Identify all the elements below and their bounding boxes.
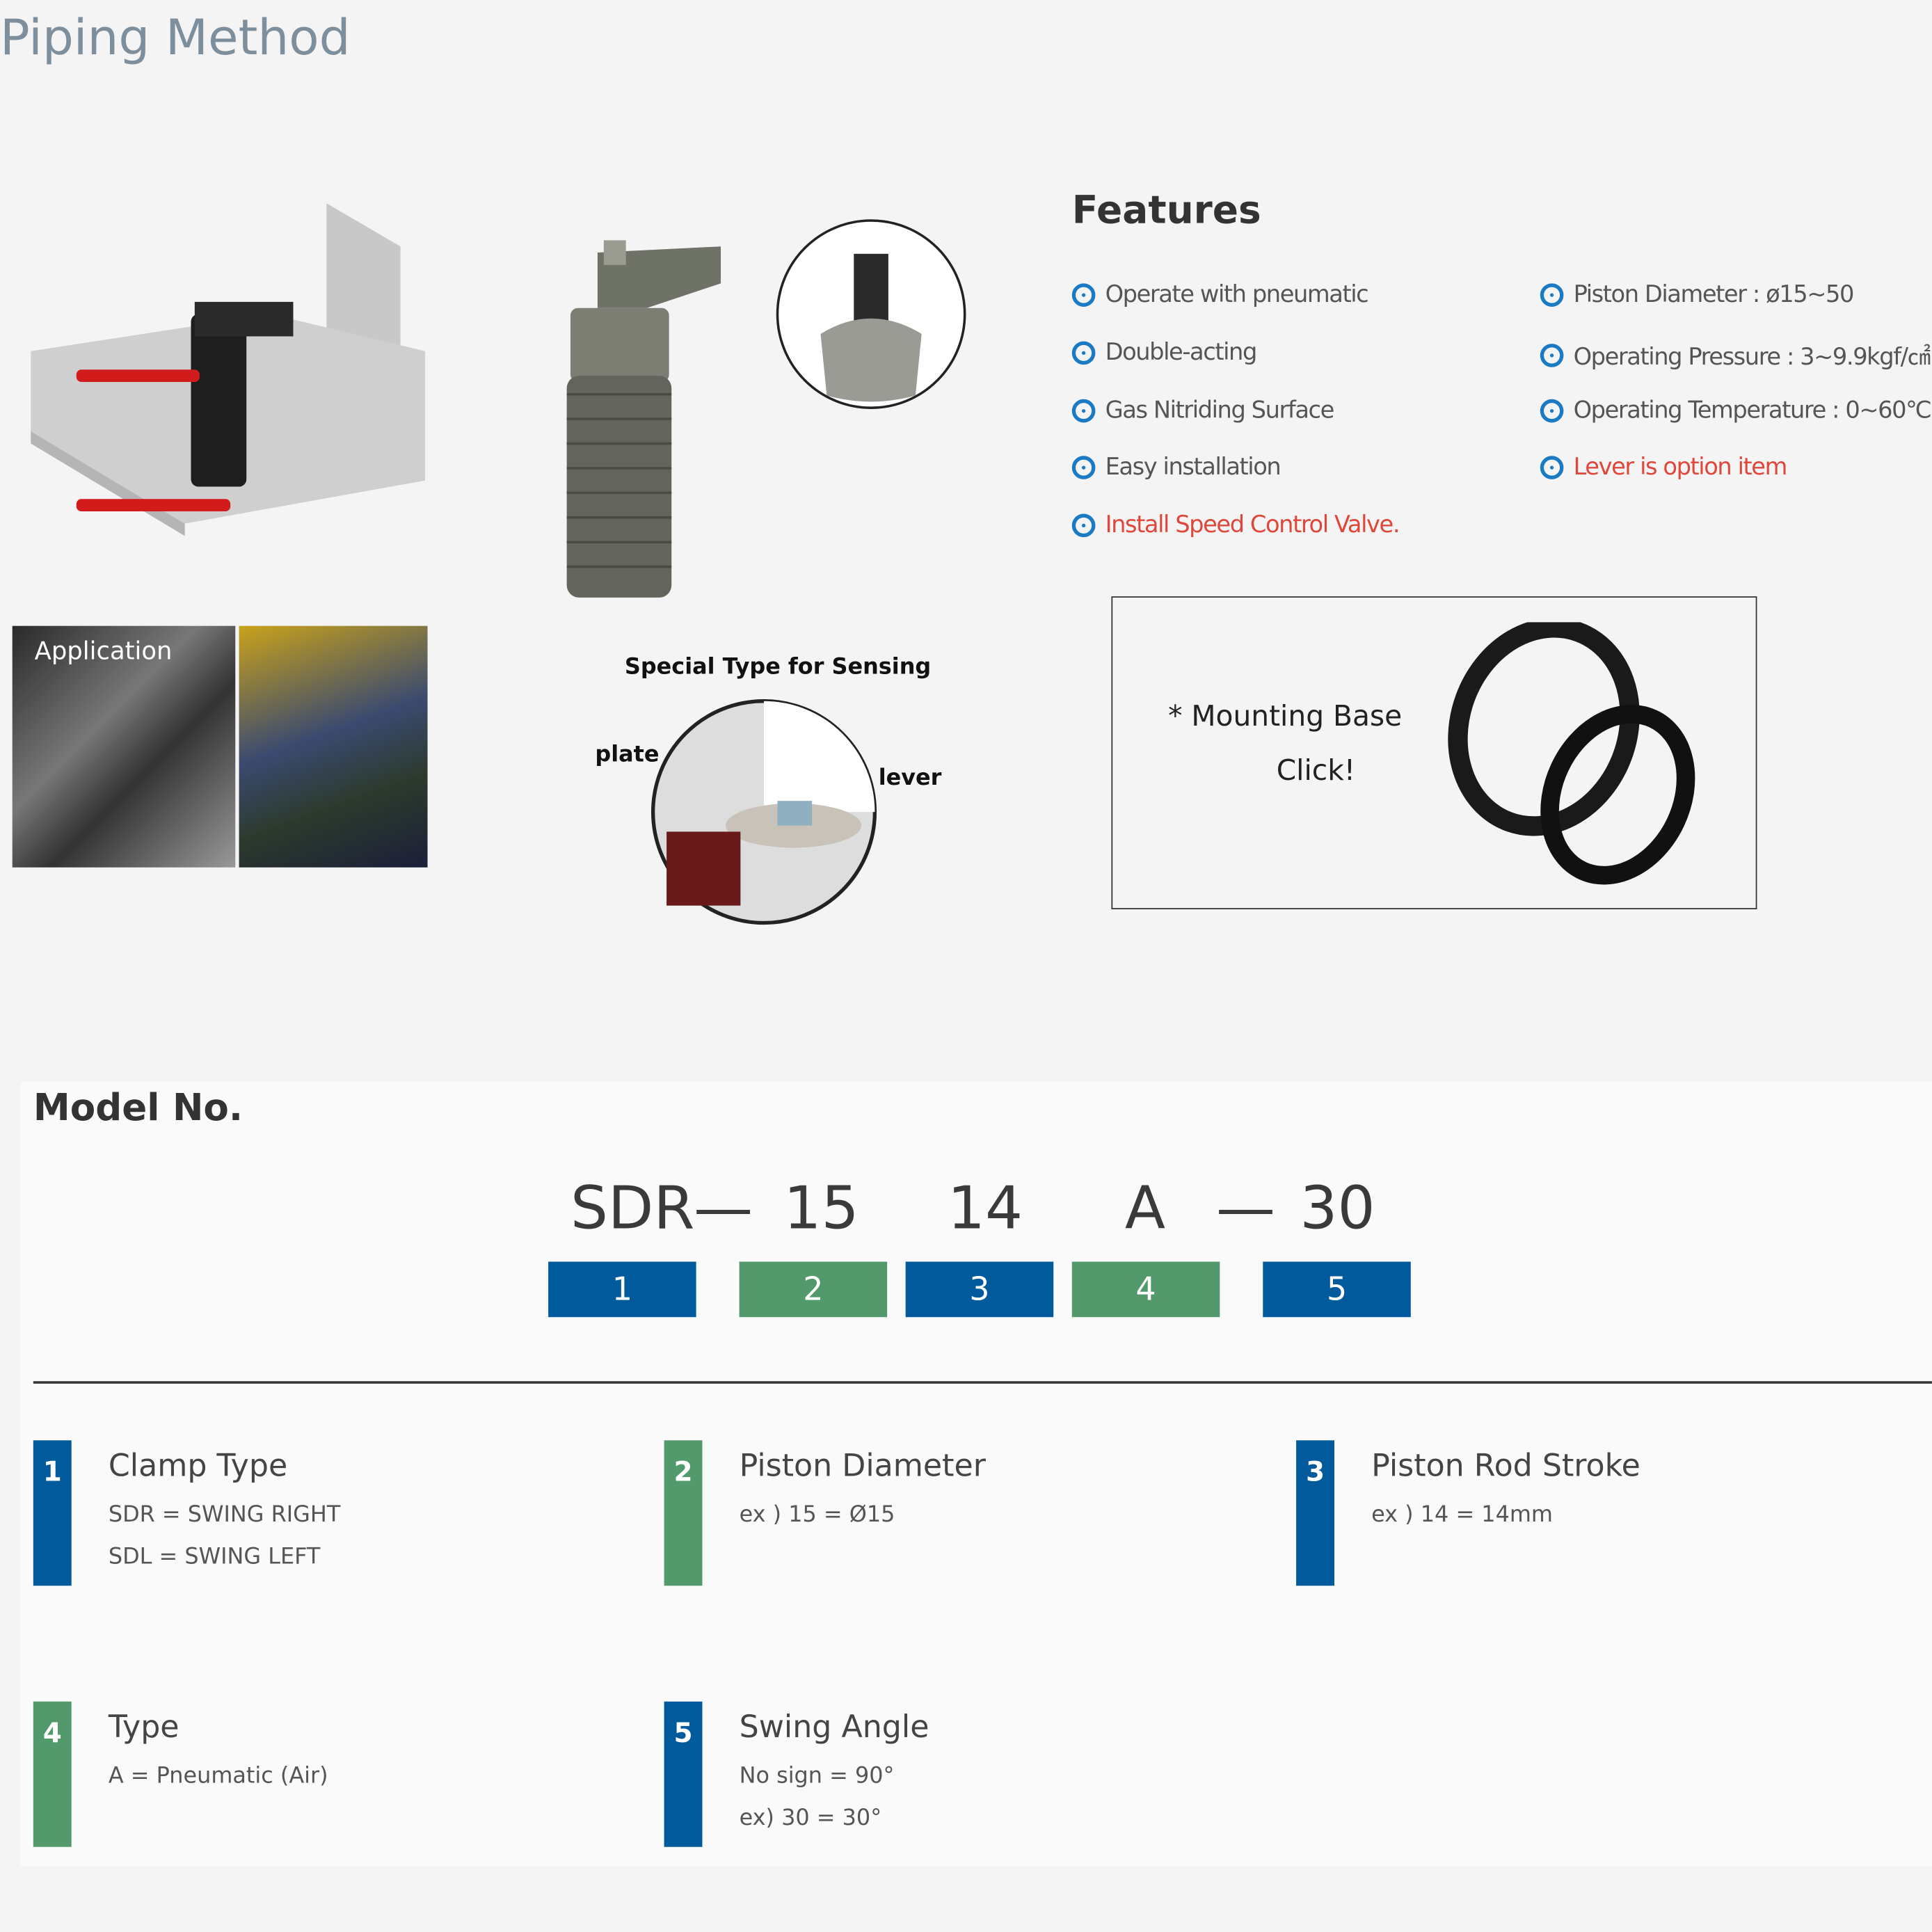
feature-text: Install Speed Control Valve. bbox=[1105, 511, 1400, 538]
mounting-base-link[interactable]: * Mounting Base Click! bbox=[1111, 596, 1757, 909]
bullet-icon bbox=[1071, 282, 1096, 307]
code-box-2: 2 bbox=[739, 1261, 888, 1318]
detail-line: SDL = SWING LEFT bbox=[108, 1544, 321, 1570]
feature-text: Piston Diameter : ø15~50 bbox=[1573, 280, 1855, 308]
detail-line: ex ) 15 = Ø15 bbox=[739, 1501, 895, 1528]
bullet-icon bbox=[1071, 398, 1096, 422]
click-label: Click! bbox=[1276, 755, 1356, 788]
model-heading: Model No. bbox=[33, 1087, 244, 1131]
bullet-icon bbox=[1071, 455, 1096, 479]
code-stroke: 14 bbox=[947, 1174, 1023, 1243]
feature-item: Gas Nitriding Surface bbox=[1071, 397, 1335, 424]
code-box-5: 5 bbox=[1263, 1261, 1411, 1318]
detail-title: Piston Diameter bbox=[739, 1447, 986, 1484]
divider bbox=[33, 1381, 1932, 1384]
code-box-1: 1 bbox=[548, 1261, 696, 1318]
model-panel bbox=[21, 1081, 1932, 1867]
detail-piston-rod-stroke: 3 Piston Rod Stroke ex ) 14 = 14mm bbox=[1296, 1440, 1875, 1588]
code-dash: — bbox=[694, 1174, 753, 1243]
feature-text: Double-acting bbox=[1105, 339, 1258, 366]
bullet-icon bbox=[1071, 340, 1096, 365]
sensing-detail-image bbox=[650, 699, 877, 925]
mounting-ring-image bbox=[1448, 622, 1695, 885]
code-box-3: 3 bbox=[905, 1261, 1054, 1318]
special-type-title: Special Type for Sensing bbox=[624, 654, 932, 680]
detail-line: SDR = SWING RIGHT bbox=[108, 1501, 341, 1528]
feature-item: Operate with pneumatic bbox=[1071, 280, 1369, 308]
feature-item: Double-acting bbox=[1071, 339, 1258, 366]
bullet-icon bbox=[1540, 455, 1564, 479]
feature-item: Easy installation bbox=[1071, 453, 1282, 481]
detail-title: Type bbox=[108, 1709, 179, 1745]
detail-title: Clamp Type bbox=[108, 1447, 288, 1484]
plate-label: plate bbox=[595, 742, 660, 768]
bullet-icon bbox=[1540, 398, 1564, 422]
feature-text: Easy installation bbox=[1105, 453, 1282, 481]
detail-number: 1 bbox=[33, 1440, 72, 1586]
code-box-4: 4 bbox=[1071, 1261, 1220, 1318]
application-photo-1: Application bbox=[12, 625, 236, 868]
code-type: A bbox=[1124, 1174, 1166, 1243]
product-image bbox=[566, 240, 721, 598]
page-title: Piping Method bbox=[0, 10, 351, 67]
feature-text: Operating Pressure : 3~9.9kgf/㎠ bbox=[1573, 344, 1931, 372]
feature-item: Piston Diameter : ø15~50 bbox=[1540, 280, 1855, 308]
mounting-base-label: * Mounting Base bbox=[1168, 701, 1403, 733]
product-detail-inset bbox=[776, 219, 966, 409]
installation-render-image bbox=[31, 203, 425, 536]
detail-number: 3 bbox=[1296, 1440, 1334, 1586]
detail-line: No sign = 90° bbox=[739, 1763, 895, 1789]
detail-swing-angle: 5 Swing Angle No sign = 90° ex) 30 = 30° bbox=[664, 1701, 1243, 1850]
detail-number: 4 bbox=[33, 1701, 72, 1847]
code-series: SDR bbox=[570, 1174, 695, 1243]
detail-line: A = Pneumatic (Air) bbox=[108, 1763, 328, 1789]
bullet-icon bbox=[1540, 282, 1564, 307]
feature-text: Operating Temperature : 0~60℃ bbox=[1573, 397, 1932, 424]
feature-item: Lever is option item bbox=[1540, 454, 1787, 481]
detail-line: ex ) 14 = 14mm bbox=[1371, 1501, 1553, 1528]
bullet-icon bbox=[1540, 344, 1564, 367]
application-label: Application bbox=[34, 635, 173, 666]
code-angle: 30 bbox=[1300, 1174, 1375, 1243]
feature-text: Lever is option item bbox=[1573, 453, 1788, 481]
detail-line: ex) 30 = 30° bbox=[739, 1805, 882, 1831]
detail-number: 5 bbox=[664, 1701, 703, 1847]
application-photo-2 bbox=[239, 625, 428, 868]
feature-text: Operate with pneumatic bbox=[1105, 280, 1369, 308]
feature-item: Install Speed Control Valve. bbox=[1071, 511, 1400, 538]
detail-piston-diameter: 2 Piston Diameter ex ) 15 = Ø15 bbox=[664, 1440, 1243, 1588]
detail-number: 2 bbox=[664, 1440, 703, 1586]
code-dash: — bbox=[1215, 1174, 1275, 1243]
lever-label: lever bbox=[878, 765, 942, 791]
detail-type: 4 Type A = Pneumatic (Air) bbox=[33, 1701, 612, 1850]
detail-title: Swing Angle bbox=[739, 1709, 929, 1745]
bullet-icon bbox=[1071, 513, 1096, 537]
detail-clamp-type: 1 Clamp Type SDR = SWING RIGHT SDL = SWI… bbox=[33, 1440, 612, 1588]
feature-text: Gas Nitriding Surface bbox=[1105, 397, 1335, 424]
feature-item: Operating Pressure : 3~9.9kgf/㎠ bbox=[1540, 339, 1931, 372]
features-heading: Features bbox=[1071, 188, 1261, 233]
detail-title: Piston Rod Stroke bbox=[1371, 1447, 1640, 1484]
code-diameter: 15 bbox=[783, 1174, 859, 1243]
feature-item: Operating Temperature : 0~60℃ bbox=[1540, 397, 1932, 424]
